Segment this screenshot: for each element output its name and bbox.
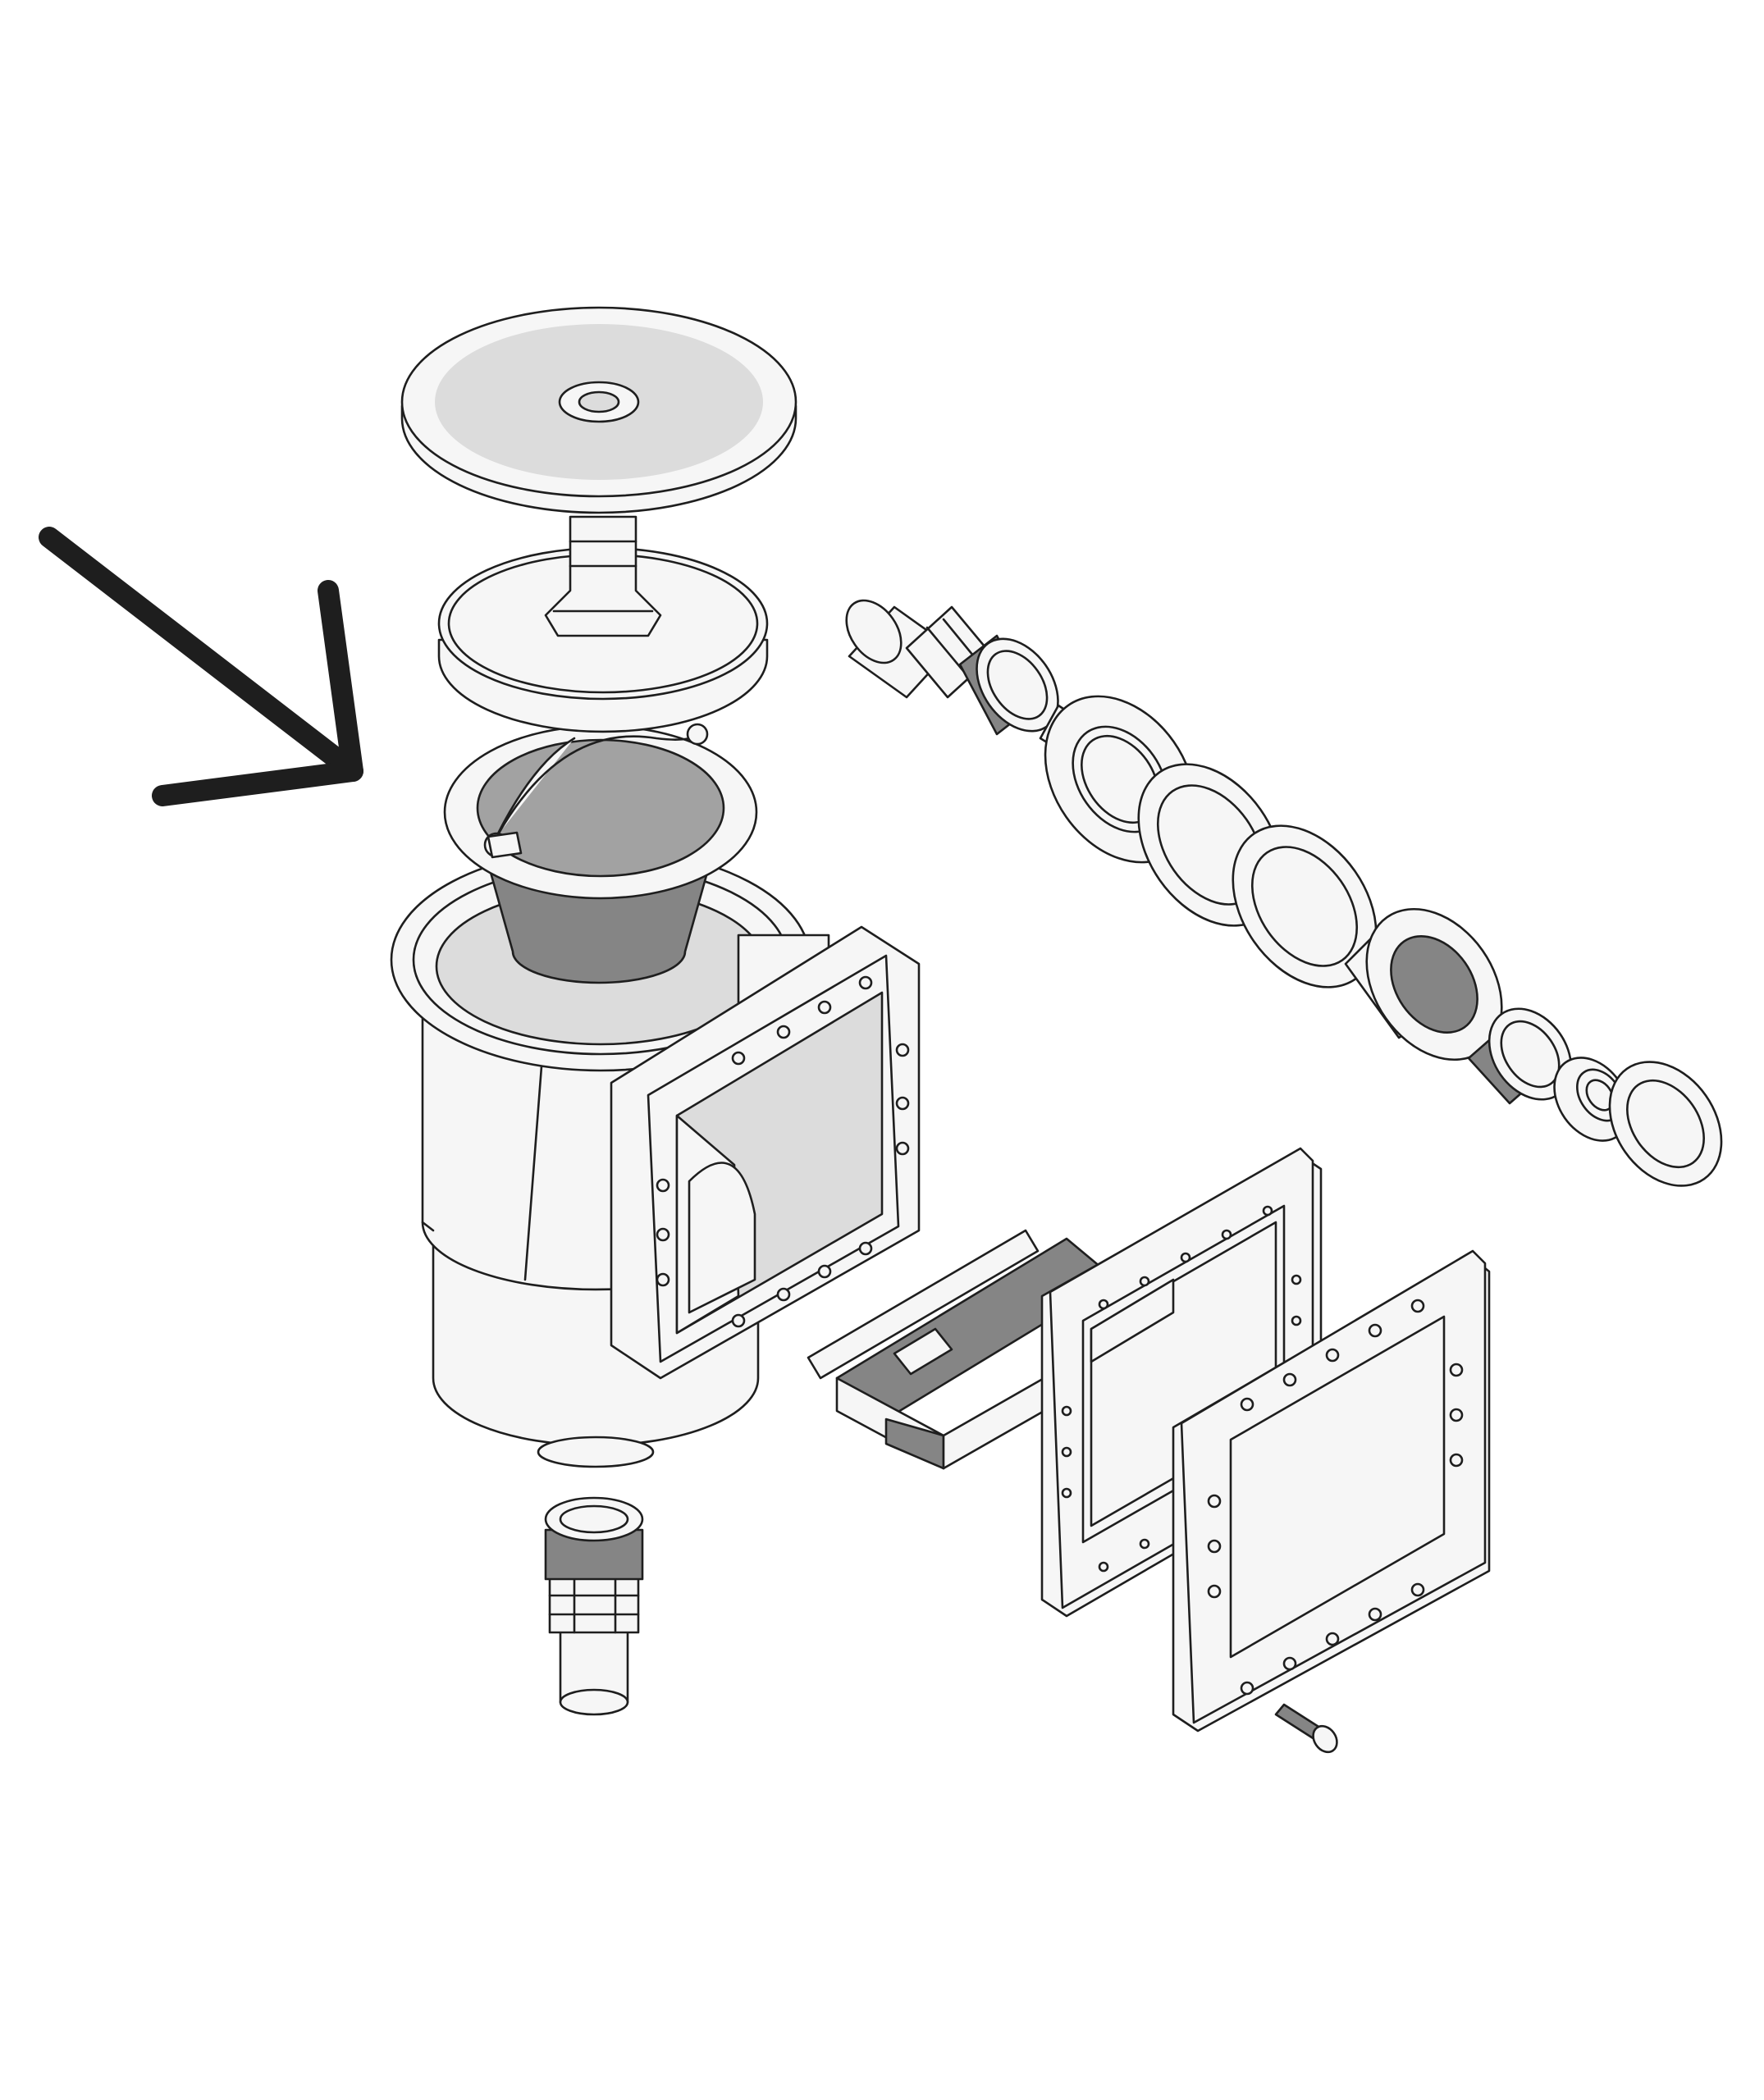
pointer-arrow-icon	[39, 527, 363, 806]
skimmer-mouth-frame	[610, 925, 921, 1380]
bottom-hose-adapter	[544, 1496, 644, 1716]
face-plate-screw	[1274, 1703, 1338, 1754]
hose-adapter	[845, 599, 1059, 736]
weir-door	[807, 1229, 1117, 1470]
mouth-screw-holes	[656, 975, 910, 1328]
gasket-screw-holes	[1061, 1205, 1302, 1573]
face-plate	[1172, 1249, 1491, 1732]
face-plate-screw-holes	[1207, 1299, 1464, 1696]
threaded-coupling	[1467, 1007, 1573, 1105]
skimmer-lid	[400, 306, 797, 637]
through-wall-fitting	[1344, 907, 1503, 1061]
end-ring	[1608, 1061, 1723, 1187]
skimmer-basket	[443, 723, 758, 984]
